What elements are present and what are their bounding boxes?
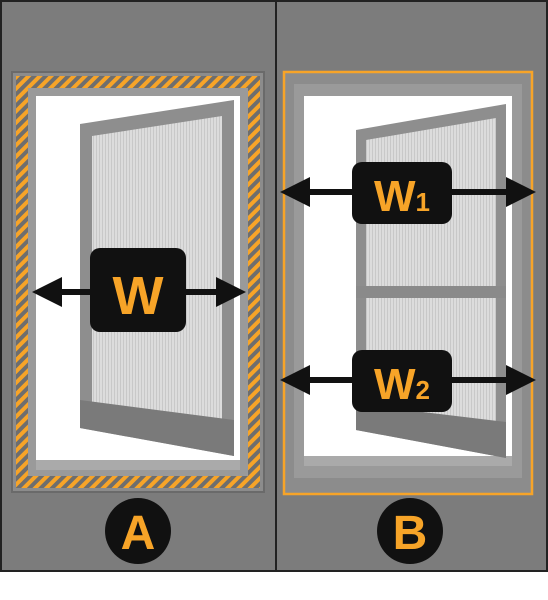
panel-b-sill: [304, 456, 512, 466]
panel-b-mid-rail: [356, 286, 506, 298]
window-measurement-diagram: W A W1 W2 B: [0, 0, 548, 572]
panel-b-w2-label-box: [352, 350, 452, 412]
panel-a-width-label: W: [113, 266, 164, 326]
panel-b: W1 W2 B: [276, 1, 547, 571]
panel-b-w1-label: W1: [374, 172, 430, 221]
panel-b-letter: B: [393, 507, 428, 560]
panel-a-width-label-box: [90, 248, 186, 332]
panel-a-sash-kick: [80, 400, 234, 456]
panel-a: W A: [1, 1, 275, 571]
diagram-outer-border: [0, 0, 548, 572]
panel-a-sill: [36, 460, 240, 470]
panel-b-w2-label: W2: [374, 360, 430, 409]
panel-b-w1-label-box: [352, 162, 452, 224]
panel-a-letter: A: [121, 507, 156, 560]
panel-b-letter-badge: [377, 498, 443, 564]
panel-a-letter-badge: [105, 498, 171, 564]
panel-b-sash-kick: [356, 404, 506, 458]
